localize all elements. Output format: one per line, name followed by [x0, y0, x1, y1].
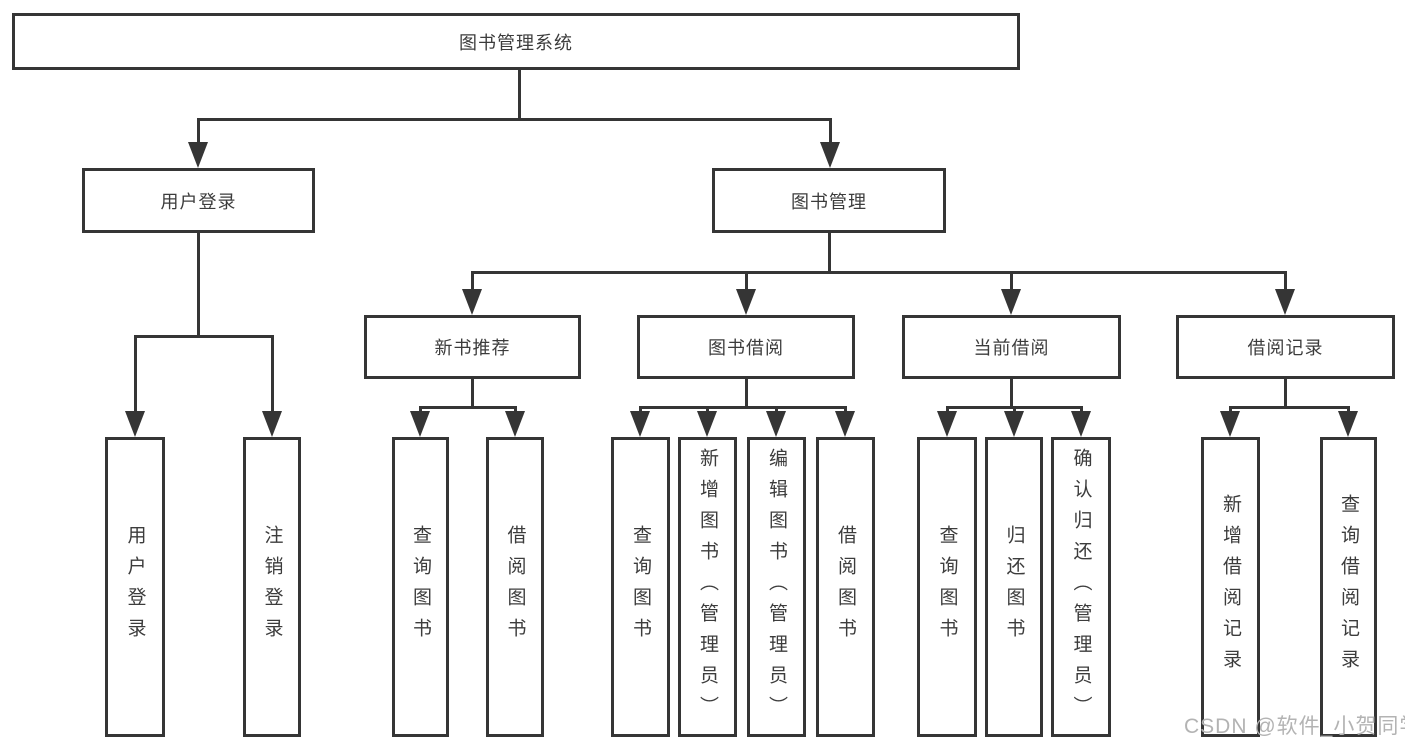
connector-stem [1228, 406, 1232, 413]
connector-stem [705, 406, 709, 413]
arrowhead-icon [630, 411, 650, 437]
connector-stem [638, 406, 642, 413]
arrowhead-icon [820, 142, 840, 168]
connector-stem [1009, 271, 1013, 291]
arrowhead-icon [1004, 411, 1024, 437]
node-leaf-query-book-3: 查询图书 [917, 437, 977, 737]
connector-trunk [196, 233, 200, 338]
node-leaf-borrow-book-1: 借阅图书 [486, 437, 544, 737]
connector-stem [828, 118, 832, 144]
node-leaf-return-book: 归还图书 [985, 437, 1043, 737]
node-leaf-borrow-book-2: 借阅图书 [816, 437, 875, 737]
connector-bar [470, 271, 1287, 274]
node-leaf-query-book-1: 查询图书 [392, 437, 449, 737]
connector-trunk [1283, 379, 1287, 409]
node-current-borrow: 当前借阅 [902, 315, 1121, 379]
connector-stem [1079, 406, 1083, 413]
arrowhead-icon [937, 411, 957, 437]
connector-bar [1228, 406, 1350, 409]
arrowhead-icon [262, 411, 282, 437]
arrowhead-icon [697, 411, 717, 437]
node-leaf-add-borrow-record: 新增借阅记录 [1201, 437, 1260, 737]
node-leaf-confirm-return: 确认归还（管理员） [1051, 437, 1111, 737]
connector-stem [843, 406, 847, 413]
arrowhead-icon [1275, 289, 1295, 315]
node-book-mgmt: 图书管理 [712, 168, 946, 233]
connector-stem [774, 406, 778, 413]
arrowhead-icon [1071, 411, 1091, 437]
connector-stem [945, 406, 949, 413]
connector-trunk [517, 70, 521, 121]
connector-stem [1283, 271, 1287, 291]
arrowhead-icon [766, 411, 786, 437]
node-leaf-query-book-2: 查询图书 [611, 437, 670, 737]
connector-stem [1346, 406, 1350, 413]
connector-stem [196, 118, 200, 144]
arrowhead-icon [505, 411, 525, 437]
connector-stem [133, 335, 137, 413]
arrowhead-icon [736, 289, 756, 315]
node-leaf-logout: 注销登录 [243, 437, 301, 737]
connector-bar [418, 406, 517, 409]
node-leaf-add-book: 新增图书（管理员） [678, 437, 737, 737]
connector-stem [418, 406, 422, 413]
connector-trunk [827, 233, 831, 274]
connector-trunk [470, 379, 474, 409]
arrowhead-icon [125, 411, 145, 437]
connector-bar [133, 335, 274, 338]
node-user-login: 用户登录 [82, 168, 315, 233]
node-new-book-rec: 新书推荐 [364, 315, 581, 379]
arrowhead-icon [1001, 289, 1021, 315]
watermark: CSDN @软件_小贺同学 [1184, 715, 1405, 738]
node-leaf-user-login: 用户登录 [105, 437, 165, 737]
connector-stem [744, 271, 748, 291]
connector-trunk [1009, 379, 1013, 409]
node-borrow-records: 借阅记录 [1176, 315, 1395, 379]
node-book-borrow: 图书借阅 [637, 315, 855, 379]
connector-trunk [744, 379, 748, 409]
node-leaf-edit-book: 编辑图书（管理员） [747, 437, 806, 737]
arrowhead-icon [410, 411, 430, 437]
arrowhead-icon [835, 411, 855, 437]
arrowhead-icon [462, 289, 482, 315]
connector-stem [470, 271, 474, 291]
connector-stem [270, 335, 274, 413]
connector-bar [196, 118, 832, 121]
arrowhead-icon [188, 142, 208, 168]
connector-stem [513, 406, 517, 413]
node-root: 图书管理系统 [12, 13, 1020, 70]
connector-bar [638, 406, 847, 409]
connector-stem [1012, 406, 1016, 413]
node-leaf-query-borrow-record: 查询借阅记录 [1320, 437, 1377, 737]
arrowhead-icon [1338, 411, 1358, 437]
arrowhead-icon [1220, 411, 1240, 437]
